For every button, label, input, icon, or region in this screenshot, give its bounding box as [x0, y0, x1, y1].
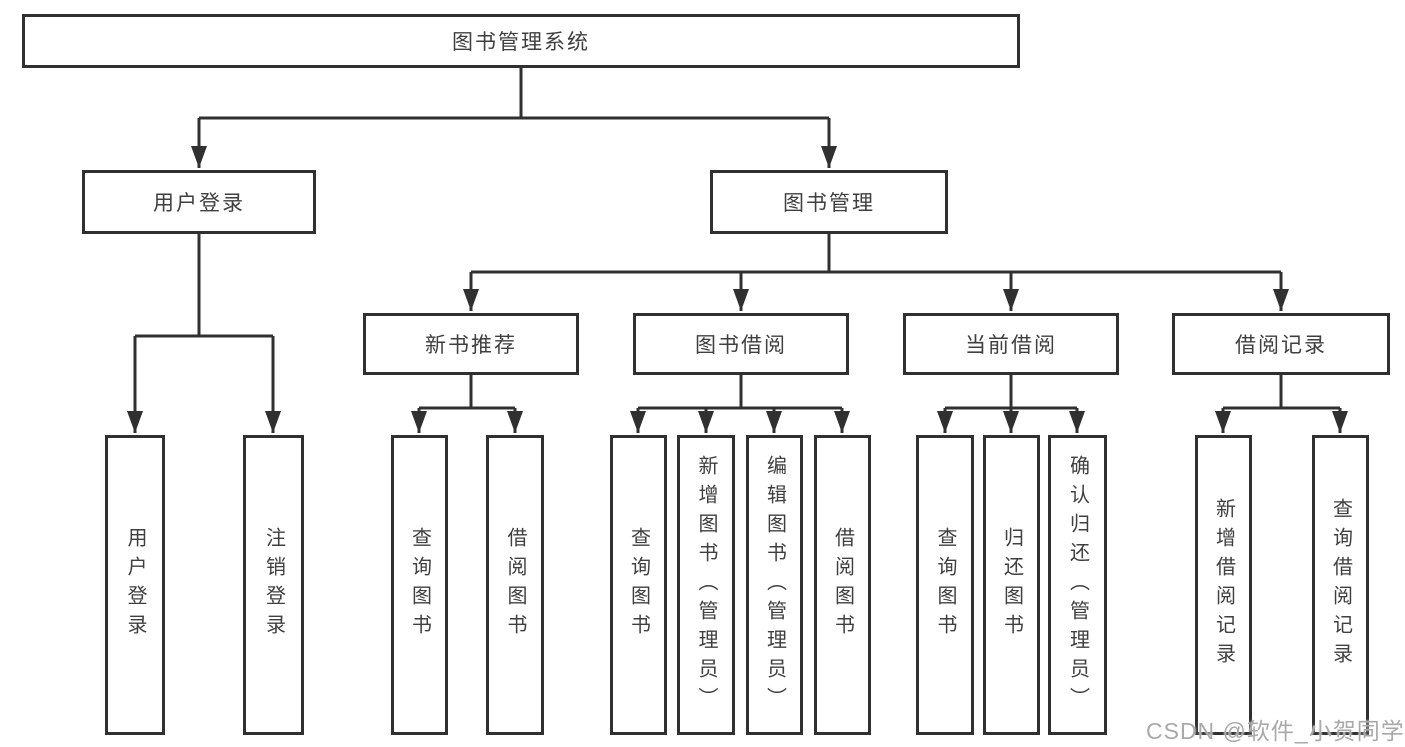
leaf-nbr-borrow-books: 借阅图书	[486, 435, 544, 735]
leaf-bb-borrow-books: 借阅图书	[814, 435, 871, 735]
leaf-label: 查询借阅记录	[1329, 498, 1352, 672]
connector-new-book-recommend	[411, 375, 523, 433]
connector-current-borrow	[937, 375, 1085, 433]
leaf-cb-return-books: 归还图书	[983, 435, 1040, 735]
leaf-user-login: 用户登录	[105, 435, 165, 735]
leaf-logout: 注销登录	[243, 435, 304, 735]
leaf-label: 编辑图书（管理员）	[763, 454, 786, 716]
leaf-br-add-record: 新增借阅记录	[1195, 435, 1252, 735]
node-book-management: 图书管理	[710, 170, 948, 234]
watermark: CSDN @软件_小贺同学	[1146, 718, 1405, 744]
leaf-label: 查询图书	[627, 527, 650, 643]
node-new-book-recommend: 新书推荐	[363, 313, 579, 375]
leaf-label: 新增图书（管理员）	[695, 454, 717, 716]
connector-root	[191, 68, 837, 168]
node-current-borrow: 当前借阅	[903, 313, 1119, 375]
leaf-label: 查询图书	[934, 527, 956, 643]
leaf-label: 借阅图书	[504, 527, 526, 643]
connector-borrow-records	[1215, 375, 1348, 433]
leaf-label: 归还图书	[1000, 527, 1023, 643]
leaf-br-query-record: 查询借阅记录	[1312, 435, 1369, 735]
node-user-login: 用户登录	[82, 170, 316, 234]
connector-book-borrow	[630, 375, 850, 433]
leaf-bb-query-books: 查询图书	[610, 435, 667, 735]
connector-user-login	[127, 234, 281, 433]
leaf-label: 注销登录	[262, 527, 285, 643]
leaf-nbr-query-books: 查询图书	[391, 435, 448, 735]
leaf-cb-confirm-return-admin: 确认归还（管理员）	[1048, 435, 1107, 735]
leaf-label: 确认归还（管理员）	[1066, 454, 1089, 716]
leaf-label: 用户登录	[124, 527, 146, 643]
leaf-bb-edit-books-admin: 编辑图书（管理员）	[746, 435, 803, 735]
leaf-label: 查询图书	[408, 527, 431, 643]
leaf-label: 借阅图书	[831, 527, 854, 643]
node-book-borrow: 图书借阅	[633, 313, 849, 375]
node-root: 图书管理系统	[22, 14, 1020, 68]
leaf-label: 新增借阅记录	[1212, 498, 1235, 672]
connector-book-management	[463, 234, 1289, 311]
leaf-cb-query-books: 查询图书	[916, 435, 974, 735]
leaf-bb-add-books-admin: 新增图书（管理员）	[677, 435, 735, 735]
node-borrow-records: 借阅记录	[1172, 313, 1390, 375]
